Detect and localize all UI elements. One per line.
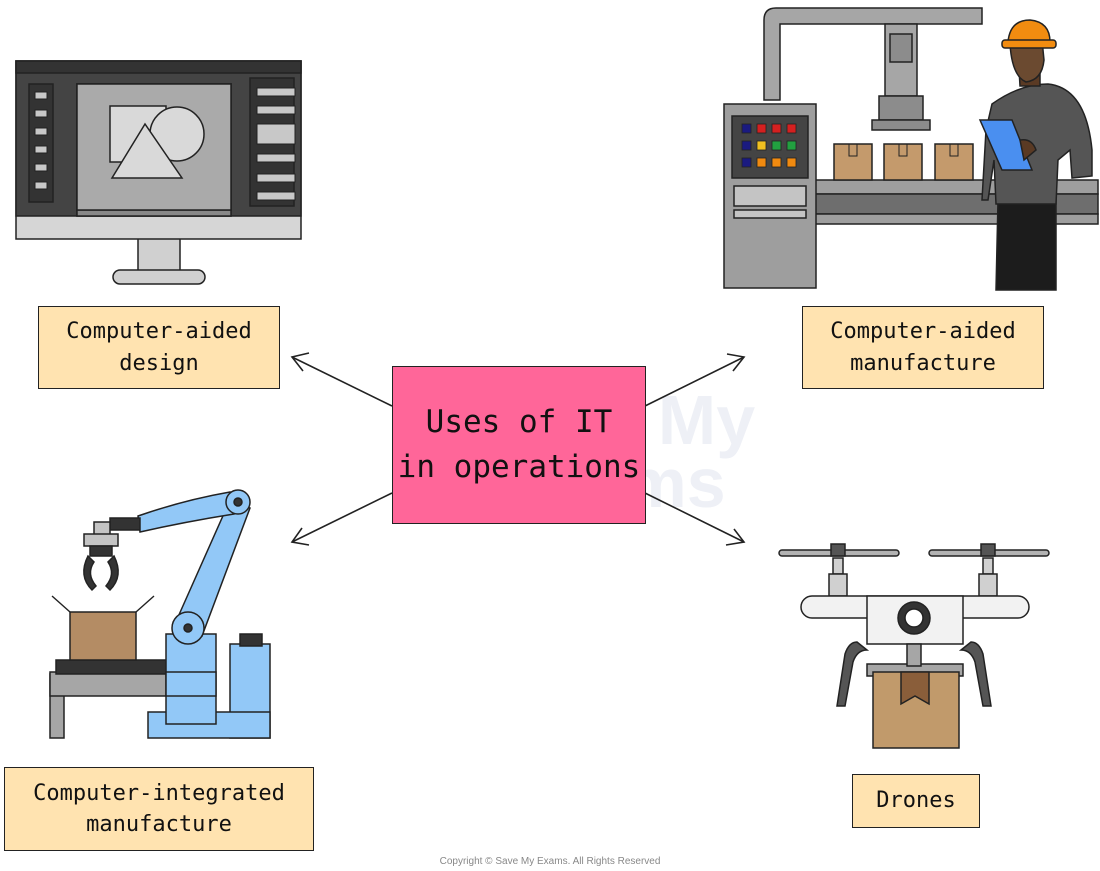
- central-topic: Uses of IT in operations: [392, 366, 646, 524]
- node-cam: Computer-aided manufacture: [802, 306, 1044, 389]
- node-cim: Computer-integrated manufacture: [4, 767, 314, 851]
- arrow-to-cim: [290, 492, 393, 546]
- factory-worker-icon: [723, 7, 1099, 291]
- node-cam-label: Computer-aided manufacture: [830, 319, 1016, 376]
- node-drones-label: Drones: [876, 788, 956, 814]
- node-cim-label: Computer-integrated manufacture: [33, 780, 285, 837]
- arrow-to-cad: [290, 352, 393, 407]
- arrow-to-drones: [644, 492, 746, 546]
- node-cad-label: Computer-aided design: [66, 319, 252, 376]
- drone-icon: [778, 543, 1050, 749]
- arrow-to-cam: [644, 353, 746, 407]
- node-cad: Computer-aided design: [38, 306, 280, 389]
- copyright-notice: Copyright © Save My Exams. All Rights Re…: [439, 856, 661, 867]
- central-topic-label: Uses of IT in operations: [397, 404, 641, 485]
- robot-arm-icon: [49, 489, 271, 739]
- computer-monitor-icon: [15, 60, 302, 285]
- node-drones: Drones: [852, 774, 980, 828]
